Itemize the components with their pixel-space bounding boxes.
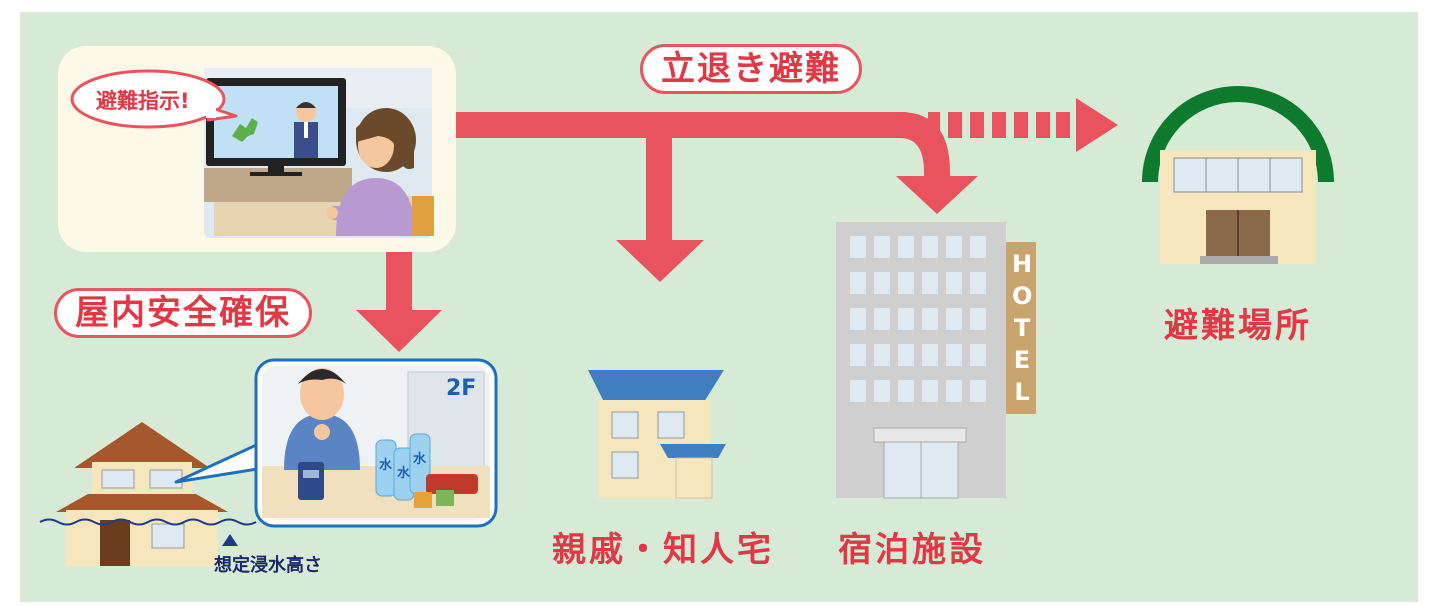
evacuation-site-label: 避難場所 (1164, 306, 1312, 346)
hotel-sign-letter: T (1013, 314, 1031, 342)
indoor-safety-label: 屋内安全確保 (54, 288, 312, 338)
water-bottle-label: 水 (379, 458, 393, 473)
hotel-arrowhead (896, 176, 978, 214)
evac-site-arrowhead (1076, 98, 1118, 152)
relocate-evacuation-label: 立退き避難 (640, 44, 862, 94)
water-bottles-icon (375, 433, 431, 501)
hotel-sign-text: H O T E L (1012, 248, 1032, 408)
hotel-sign-letter: H (1012, 250, 1033, 278)
canned-food-icon (414, 492, 432, 508)
water-bottle-label-3: 水 (413, 452, 427, 467)
indoor-arrow-stem (386, 252, 412, 314)
woman-watching-tv-icon (326, 108, 434, 236)
hotel-arrow-curve (900, 112, 950, 182)
evacuation-order-text: 避難指示! (96, 89, 190, 113)
tv-icon (206, 78, 346, 176)
second-floor-label: 2F (446, 376, 477, 401)
evacuation-arrows (356, 98, 1118, 352)
hotel-building-icon (836, 222, 1036, 499)
relatives-home-label: 親戚・知人宅 (552, 530, 774, 570)
hotel-sign-letter: O (1012, 282, 1033, 310)
hotel-sign (1006, 242, 1036, 414)
home-with-flood-icon (39, 422, 257, 566)
relatives-arrow-stem (646, 136, 672, 244)
relatives-house-icon (588, 370, 726, 499)
assumed-flood-height-label: 想定浸水高さ (214, 555, 322, 576)
second-floor-scene (174, 358, 498, 528)
indoor-arrowhead (356, 310, 442, 352)
radio-icon (298, 462, 324, 500)
relatives-arrowhead (616, 240, 704, 282)
water-bottle-label-2: 水 (397, 466, 411, 481)
hotel-sign-letter: L (1014, 378, 1030, 406)
tv-scene-panel (58, 46, 456, 252)
speech-bubble (70, 69, 238, 129)
flood-marker-icon (222, 534, 238, 546)
accommodation-label: 宿泊施設 (838, 530, 986, 570)
man-icon (284, 414, 360, 470)
evacuation-site-icon (1142, 86, 1334, 264)
hotel-sign-letter: E (1013, 346, 1031, 374)
main-arrow-trunk (456, 112, 906, 138)
emergency-kit-icon (426, 474, 478, 494)
